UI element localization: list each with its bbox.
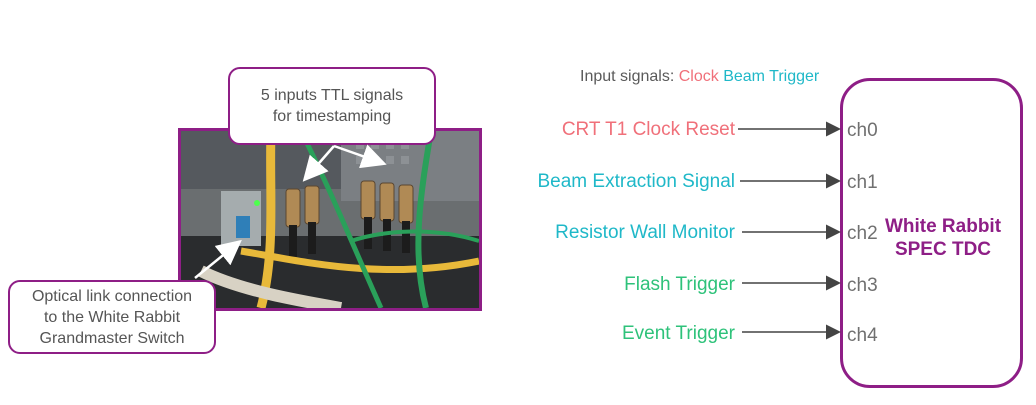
tdc-title-line2: SPEC TDC bbox=[894, 239, 992, 260]
channel-ch0: ch0 bbox=[847, 120, 878, 141]
optical-link-callout: Optical link connection to the White Rab… bbox=[8, 280, 216, 354]
ttl-inputs-callout: 5 inputs TTL signals for timestamping bbox=[228, 67, 436, 145]
optical-callout-line3: Grandmaster Switch bbox=[39, 329, 185, 347]
tdc-title: White Rabbit SPEC TDC bbox=[868, 215, 1018, 261]
channel-ch4: ch4 bbox=[847, 325, 878, 346]
signal-label-ch4: Event Trigger bbox=[622, 323, 735, 344]
white-rabbit-tdc-box bbox=[840, 78, 1023, 388]
optical-callout-line2: to the White Rabbit bbox=[43, 308, 181, 326]
tdc-title-line1: White Rabbit bbox=[884, 216, 1002, 237]
channel-ch2: ch2 bbox=[847, 223, 878, 244]
signal-label-ch0: CRT T1 Clock Reset bbox=[561, 119, 735, 140]
hardware-photo bbox=[178, 128, 482, 311]
legend-trigger: Trigger bbox=[769, 68, 820, 85]
legend-beam: Beam bbox=[723, 68, 765, 85]
legend-clock: Clock bbox=[678, 68, 719, 85]
legend-prefix: Input signals: bbox=[580, 68, 679, 85]
optical-callout-line1: Optical link connection bbox=[31, 287, 193, 305]
ttl-callout-line2: for timestamping bbox=[272, 108, 392, 125]
input-signals-legend: Input signals: Clock Beam Trigger bbox=[580, 68, 819, 86]
channel-ch3: ch3 bbox=[847, 275, 878, 296]
signal-label-ch2: Resistor Wall Monitor bbox=[555, 222, 735, 243]
signal-label-ch1: Beam Extraction Signal bbox=[537, 171, 736, 192]
signal-label-ch3: Flash Trigger bbox=[624, 274, 735, 295]
channel-ch1: ch1 bbox=[847, 172, 878, 193]
ttl-callout-line1: 5 inputs TTL signals bbox=[260, 87, 404, 104]
